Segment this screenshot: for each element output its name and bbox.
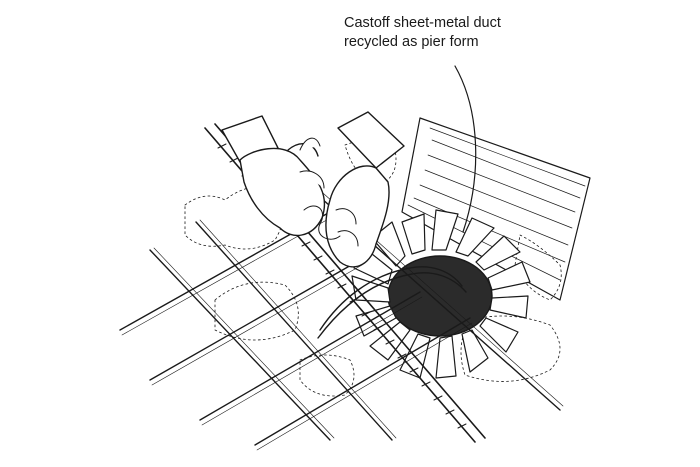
bent-rebar [317, 266, 467, 339]
right-glove-cuff [337, 111, 405, 169]
callout-leader-line [454, 65, 477, 233]
right-glove [325, 165, 390, 268]
callout-label: Castoff sheet-metal duct recycled as pie… [344, 14, 564, 52]
callout-line-1: Castoff sheet-metal duct [344, 15, 501, 31]
duct-pier-form [351, 209, 531, 379]
tie-wire [303, 205, 341, 240]
callout-line-2: recycled as pier form [344, 34, 479, 50]
pier-hole [387, 255, 493, 337]
gloved-hands [221, 111, 405, 268]
left-glove [239, 147, 326, 237]
